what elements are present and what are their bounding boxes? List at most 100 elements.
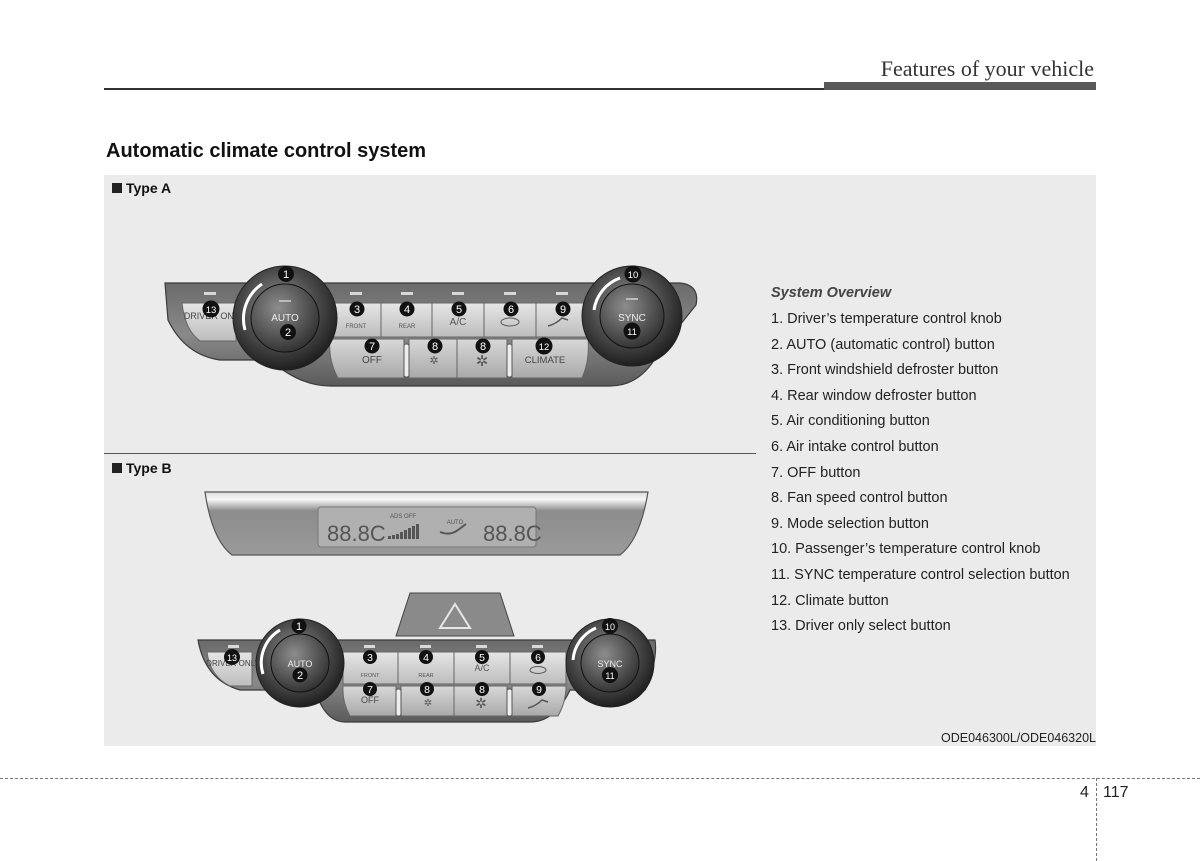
hazard-button[interactable] xyxy=(395,592,515,637)
callout: 10 xyxy=(602,618,618,634)
mode-button-b[interactable] xyxy=(511,685,567,717)
svg-text:5: 5 xyxy=(479,652,485,664)
driver-knob-a[interactable]: AUTO xyxy=(232,265,338,371)
fan-small-icon: ✲ xyxy=(424,698,432,709)
header-title: Features of your vehicle xyxy=(880,56,1094,81)
svg-text:8: 8 xyxy=(480,341,486,353)
callout: 4 xyxy=(399,301,415,317)
svg-text:10: 10 xyxy=(605,622,615,632)
ads-off-indicator: ADS OFF xyxy=(390,514,416,520)
off-button-b[interactable]: OFF xyxy=(342,685,397,717)
callout: 5 xyxy=(451,301,467,317)
rear-label-a: REAR xyxy=(399,324,416,330)
callout: 2 xyxy=(280,324,296,340)
svg-text:1: 1 xyxy=(296,621,302,633)
type-a-label: Type A xyxy=(112,180,171,196)
indicator-leds xyxy=(204,292,568,295)
callout: 8 xyxy=(475,682,489,696)
climate-label-a: CLIMATE xyxy=(525,355,565,366)
callout: 2 xyxy=(292,667,308,683)
left-temp-readout: 88.8C xyxy=(327,521,386,546)
callout: 13 xyxy=(202,300,220,318)
svg-text:7: 7 xyxy=(369,341,375,353)
off-label-b: OFF xyxy=(361,695,379,705)
rear-label-b: REAR xyxy=(418,673,433,679)
callout: 1 xyxy=(278,266,294,282)
airflow-mode-icon xyxy=(439,523,467,535)
mode-icon xyxy=(527,699,549,709)
list-item: 3. Front windshield defroster button xyxy=(771,362,999,379)
callout: 8 xyxy=(475,338,491,354)
svg-text:5: 5 xyxy=(456,304,462,316)
header-rule xyxy=(104,88,824,90)
callout: 7 xyxy=(364,338,380,354)
callout: 6 xyxy=(503,301,519,317)
callout: 9 xyxy=(555,301,571,317)
off-label-a: OFF xyxy=(362,355,382,366)
page-number: 117 xyxy=(1103,784,1129,801)
callout: 3 xyxy=(349,301,365,317)
svg-text:10: 10 xyxy=(628,270,639,281)
type-b-text: Type B xyxy=(126,460,172,476)
svg-text:2: 2 xyxy=(285,327,291,339)
callout: 8 xyxy=(427,338,443,354)
button-separator xyxy=(403,343,410,378)
callout: 11 xyxy=(602,667,618,683)
list-item: 9. Mode selection button xyxy=(771,515,929,532)
callouts-type-a: 1 2 3 4 5 6 7 8 8 9 10 11 12 13 xyxy=(202,265,642,355)
svg-text:8: 8 xyxy=(424,684,430,696)
svg-text:2: 2 xyxy=(297,670,303,682)
temp-arc xyxy=(241,282,263,331)
passenger-knob-a[interactable]: SYNC xyxy=(581,265,683,367)
fan-large-icon: ✲ xyxy=(476,353,489,370)
button-separator xyxy=(506,343,513,378)
passenger-knob-b[interactable]: SYNC xyxy=(565,618,655,708)
auto-label-a: AUTO xyxy=(271,313,299,324)
fan-large-icon: ✲ xyxy=(475,695,487,711)
footer-rule xyxy=(0,778,1200,779)
callout: 5 xyxy=(475,650,489,664)
footer-page-divider xyxy=(1096,778,1097,861)
callout: 12 xyxy=(535,337,553,355)
overview-title: System Overview xyxy=(771,285,892,301)
recirculation-icon xyxy=(500,317,520,327)
svg-text:13: 13 xyxy=(206,305,217,316)
temp-arc xyxy=(571,626,597,661)
svg-text:4: 4 xyxy=(423,652,429,664)
recirculation-icon xyxy=(529,666,547,674)
hazard-icon xyxy=(438,602,472,629)
driver-knob-b[interactable]: AUTO xyxy=(255,618,345,708)
overview-list: 1. Driver’s temperature control knob 2. … xyxy=(771,310,1070,643)
svg-text:13: 13 xyxy=(227,653,237,663)
list-item: 11. SYNC temperature control selection b… xyxy=(771,566,1070,583)
svg-text:7: 7 xyxy=(367,684,373,696)
callout: 13 xyxy=(224,649,240,665)
type-divider xyxy=(104,453,756,454)
callout: 3 xyxy=(363,650,377,664)
fan-small-icon: ✲ xyxy=(429,355,438,367)
right-temp-readout: 88.8C xyxy=(483,521,542,546)
svg-text:3: 3 xyxy=(354,304,360,316)
svg-text:6: 6 xyxy=(535,652,541,664)
auto-label-b: AUTO xyxy=(288,659,313,669)
type-b-label: Type B xyxy=(112,460,172,476)
list-item: 2. AUTO (automatic control) button xyxy=(771,336,995,353)
ac-label-a: A/C xyxy=(450,317,467,328)
chapter-number: 4 xyxy=(1080,784,1089,801)
type-a-text: Type A xyxy=(126,180,172,196)
auto-indicator: AUTO xyxy=(447,520,464,526)
section-title: Automatic climate control system xyxy=(106,140,427,162)
callout: 11 xyxy=(623,322,641,340)
callout: 4 xyxy=(419,650,433,664)
svg-text:9: 9 xyxy=(560,304,566,316)
front-label-b: FRONT xyxy=(361,673,381,679)
svg-text:12: 12 xyxy=(539,342,550,353)
button-separator xyxy=(395,688,402,717)
svg-text:11: 11 xyxy=(605,671,614,681)
figure-code: ODE046300L/ODE046320L xyxy=(941,731,1096,745)
list-item: 10. Passenger’s temperature control knob xyxy=(771,541,1041,558)
svg-text:9: 9 xyxy=(536,684,542,696)
fan-level-bars xyxy=(388,524,419,539)
svg-text:8: 8 xyxy=(479,684,485,696)
